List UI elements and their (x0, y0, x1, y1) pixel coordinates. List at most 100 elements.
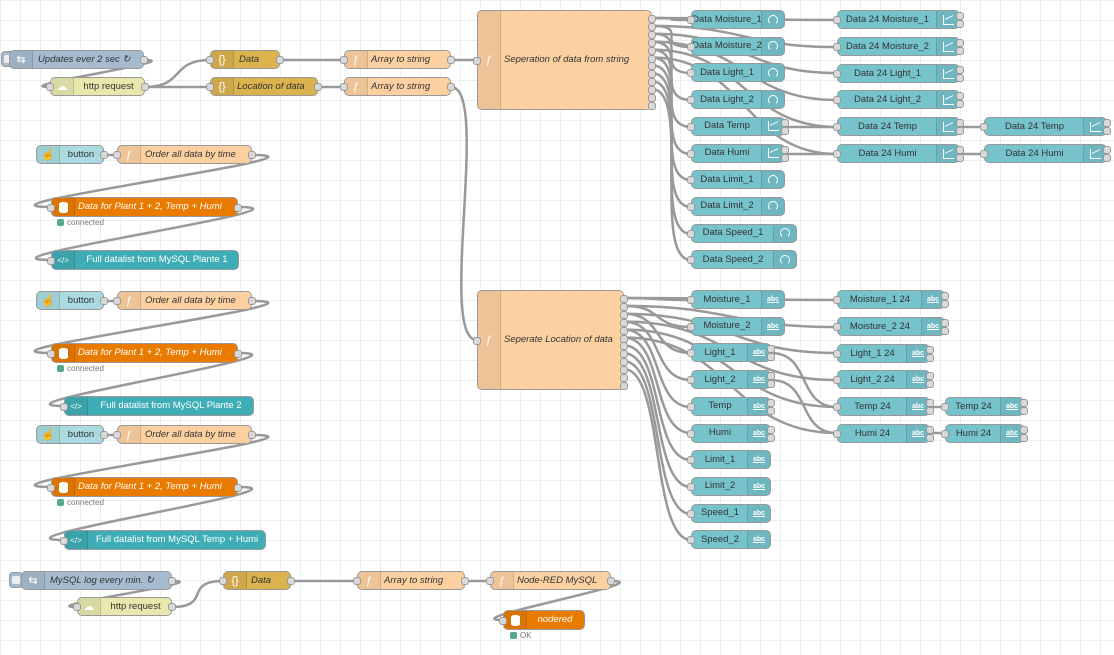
dashboard-node-data-4[interactable]: Data Light_2 (687, 90, 785, 110)
function-array-to-string-2[interactable]: ƒ Array to string (340, 77, 455, 96)
dashboard-node-data-10[interactable]: Data Speed_2 (687, 250, 797, 270)
gauge-icon (761, 11, 784, 28)
chart-icon (936, 118, 959, 135)
wire (623, 304, 838, 329)
function-icon: ƒ (491, 572, 514, 589)
inject-node-mysql-log[interactable]: ⇆ MySQL log every min. ↻ (21, 571, 176, 590)
mysql-node-plant-data-2[interactable]: Data for Plant 1 + 2, Temp + Humi (47, 343, 242, 363)
template-node-full-datalist-2[interactable]: </>Full datalist from MySQL Plante 2 (60, 396, 254, 416)
text-icon: abc (921, 318, 944, 335)
wire (623, 336, 692, 435)
text-icon: abc (906, 398, 929, 415)
http-request-node[interactable]: ☁ http request (46, 77, 149, 96)
dashboard-node-data-3[interactable]: Data Light_1 (687, 63, 785, 83)
wire (33, 433, 270, 489)
dashboard-node-data-2[interactable]: Data Moisture_2 (687, 36, 785, 56)
wire (33, 299, 270, 355)
button-node-1[interactable]: ☝button (36, 145, 108, 164)
dashboard-chart-24-7[interactable]: Data 24 Temp (980, 117, 1111, 136)
wire (48, 485, 254, 542)
json-node-data[interactable]: {} Data (206, 50, 284, 69)
dashboard-chart-24-2[interactable]: Data 24 Moisture_2 (833, 37, 964, 56)
button-node-3[interactable]: ☝button (36, 425, 108, 444)
inject-arrow-icon: ⇆ (10, 51, 33, 68)
template-node-full-datalist-3[interactable]: </>Full datalist from MySQL Temp + Humi (60, 530, 266, 550)
database-icon (504, 611, 527, 629)
wire (623, 359, 692, 516)
function-separate-location[interactable]: ƒ Seperate Location of data (473, 290, 628, 390)
function-separation-of-data[interactable]: ƒ Seperation of data from string (473, 10, 656, 110)
button-node-2[interactable]: ☝button (36, 291, 108, 310)
dashboard-node-data-7[interactable]: Data Limit_1 (687, 170, 785, 190)
chart-icon (1083, 118, 1106, 135)
code-icon: </> (52, 251, 75, 269)
wire (623, 328, 838, 409)
http-request-node-log[interactable]: ☁ http request (73, 597, 176, 616)
wire (68, 579, 181, 609)
json-node-data-log[interactable]: {} Data (219, 571, 295, 590)
http-icon: ☁ (78, 598, 101, 615)
function-node-red-mysql[interactable]: ƒ Node-RED MySQL (486, 571, 615, 590)
wire (171, 579, 224, 609)
function-array-to-string-log[interactable]: ƒ Array to string (353, 571, 469, 590)
mysql-status-3: connected (57, 498, 104, 507)
mysql-node-plant-data-3[interactable]: Data for Plant 1 + 2, Temp + Humi (47, 477, 242, 497)
inject-node-updates[interactable]: ⇆ Updates ever 2 sec ↻ (9, 50, 148, 69)
dashboard-node-data-5[interactable]: Data Temp (687, 116, 789, 136)
function-icon: ƒ (478, 291, 501, 389)
dashboard-node-data-1[interactable]: Data Moisture_1 (687, 10, 785, 29)
text-icon: abc (747, 531, 770, 549)
mysql-node-nodered[interactable]: nodered (499, 610, 585, 630)
dashboard-node-data-9[interactable]: Data Speed_1 (687, 223, 797, 243)
dashboard-chart-24-4[interactable]: Data 24 Light_2 (833, 90, 964, 109)
json-node-location[interactable]: {} Location of data (206, 77, 322, 96)
wire (770, 351, 838, 409)
gauge-icon (773, 251, 796, 269)
text-icon: abc (747, 477, 770, 495)
dashboard-chart-24-8[interactable]: Data 24 Humi (980, 144, 1111, 163)
wire (623, 344, 692, 462)
gauge-icon (761, 64, 784, 82)
dashboard-node-data-8[interactable]: Data Limit_2 (687, 196, 785, 216)
chart-icon (936, 11, 959, 28)
text-icon: abc (906, 345, 929, 362)
wire (41, 58, 153, 89)
function-array-to-string-1[interactable]: ƒ Array to string (340, 50, 455, 69)
dashboard-chart-24-3[interactable]: Data 24 Light_1 (833, 64, 964, 83)
text-icon: abc (906, 425, 929, 442)
json-icon: {} (211, 78, 234, 95)
template-node-full-datalist-1[interactable]: </>Full datalist from MySQL Plante 1 (47, 250, 239, 270)
mysql-node-plant-data-1[interactable]: Data for Plant 1 + 2, Temp + Humi (47, 197, 242, 217)
dashboard-chart-24-6[interactable]: Data 24 Humi (833, 144, 964, 163)
chart-icon (936, 145, 959, 162)
text-icon: abc (1000, 425, 1023, 442)
function-icon: ƒ (118, 292, 141, 309)
text-icon: abc (747, 451, 770, 469)
hand-pointer-icon: ☝ (37, 146, 60, 163)
dashboard-node-data-6[interactable]: Data Humi (687, 143, 789, 163)
dashboard-chart-24-1[interactable]: Data 24 Moisture_1 (833, 10, 964, 29)
database-icon (52, 344, 75, 362)
dashboard-chart-24-5[interactable]: Data 24 Temp (833, 117, 964, 136)
